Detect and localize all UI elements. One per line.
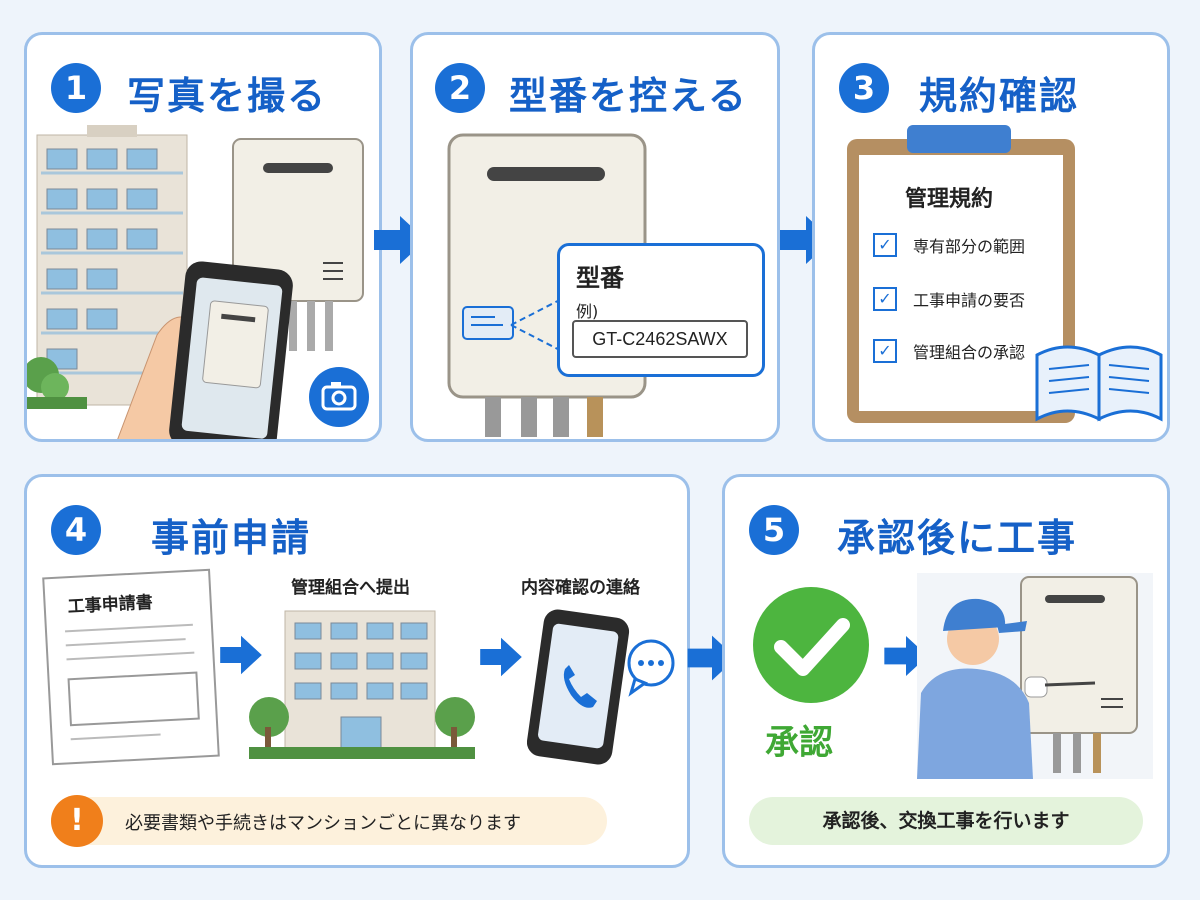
warning-icon: !: [51, 795, 103, 847]
step2-panel: 2 型番を控える 型番 例) GT-C2462SAWX: [410, 32, 780, 442]
step4-panel: 4 事前申請 工事申請書 管理組合へ提出 内容確認の連絡 !: [24, 474, 690, 868]
document-title: 工事申請書: [67, 592, 154, 618]
footer-text: 承認後、交換工事を行います: [822, 810, 1070, 832]
step1-title: 写真を撮る: [127, 74, 328, 118]
arrow-right-icon: [220, 635, 262, 675]
notice-text: 必要書類や手続きはマンションごとに異なります: [125, 813, 521, 834]
model-number-text: GT-C2462SAWX: [592, 329, 728, 349]
footer-banner: 承認後、交換工事を行います: [749, 797, 1143, 845]
tree-icon: [27, 357, 87, 409]
open-book-icon: [1035, 345, 1163, 422]
contact-label: 内容確認の連絡: [521, 578, 640, 598]
step3-number: 3: [839, 63, 889, 113]
arrow-right-icon: [884, 636, 928, 676]
example-label: 例): [576, 302, 599, 321]
document-table: [67, 671, 200, 727]
checkbox-checked-icon: ✓: [873, 233, 897, 257]
checklist-label: 管理組合の承認: [913, 343, 1026, 362]
step1-panel: 1 写真を撮る: [24, 32, 382, 442]
apartment-building-icon: [36, 125, 188, 406]
notice-banner: ! 必要書類や手続きはマンションごとに異なります: [51, 795, 607, 847]
step3-title: 規約確認: [919, 74, 1080, 118]
arrow-right-icon: [687, 635, 737, 681]
water-heater-icon: [1020, 576, 1138, 773]
step3-panel: 3 規約確認 管理規約 ✓ 専有部分の範囲 ✓ 工事申請の要否 ✓ 管理組合の承…: [812, 32, 1170, 442]
check-circle-icon: [753, 587, 869, 703]
camera-icon: [309, 367, 369, 427]
callout-title: 型番: [576, 264, 624, 292]
step2-title: 型番を控える: [509, 74, 748, 118]
smartphone-icon: [169, 261, 293, 439]
application-document: 工事申請書: [42, 568, 220, 766]
submit-label: 管理組合へ提出: [291, 578, 410, 598]
arrow-right-icon: [480, 637, 522, 677]
step5-number: 5: [749, 505, 799, 555]
checklist-label: 工事申請の要否: [913, 291, 1026, 310]
photo-illustration: [27, 125, 369, 439]
management-building-icon: [249, 610, 475, 759]
checkbox-checked-icon: ✓: [873, 339, 897, 363]
clipboard-title: 管理規約: [905, 187, 994, 212]
step2-number: 2: [435, 63, 485, 113]
checklist-label: 専有部分の範囲: [913, 237, 1026, 256]
clipboard-paper: [859, 155, 1063, 411]
step4-number: 4: [51, 505, 101, 555]
checkbox-checked-icon: ✓: [873, 287, 897, 311]
technician-illustration: [917, 573, 1153, 779]
step1-number: 1: [51, 63, 101, 113]
model-number-callout: 型番 例) GT-C2462SAWX: [557, 243, 765, 377]
step5-panel: 5 承認後に工事 承認 承認後、交換工事を行います: [722, 474, 1170, 868]
clipboard-clip-icon: [907, 125, 1011, 153]
approved-label: 承認: [765, 723, 833, 763]
model-number-box: GT-C2462SAWX: [572, 320, 748, 358]
phone-call-icon: [527, 609, 675, 765]
step4-title: 事前申請: [151, 516, 312, 560]
technician-icon: [917, 598, 1096, 779]
step5-title: 承認後に工事: [837, 516, 1078, 560]
water-heater-icon: [232, 138, 364, 351]
